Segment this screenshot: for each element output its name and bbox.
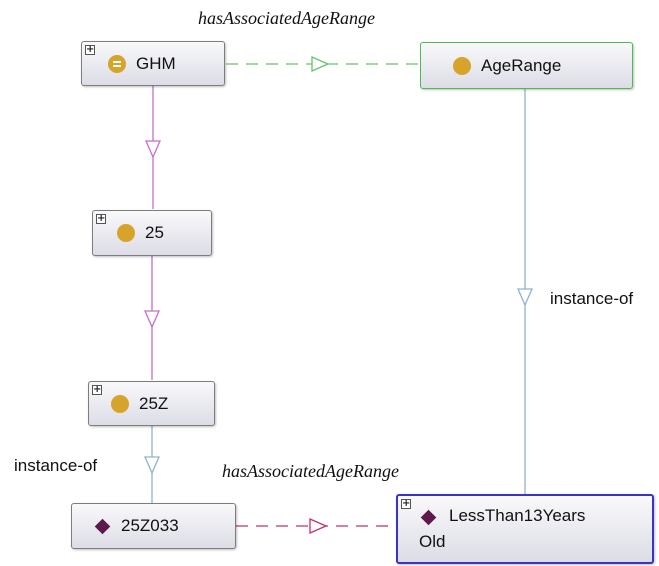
edge-label-right-instance: instance-of — [550, 289, 634, 308]
expand-icon[interactable]: + — [85, 44, 95, 55]
node-label: LessThan13Years Old — [419, 503, 586, 555]
arrowhead-25z-25z033 — [144, 456, 160, 475]
arrowhead-25z033-lessthan13 — [309, 518, 328, 534]
node-25z033[interactable]: 25Z033 — [71, 503, 236, 549]
node-ghm[interactable]: + GHM — [81, 41, 225, 86]
expand-icon[interactable]: + — [401, 498, 411, 509]
arrowhead-ghm-25 — [145, 140, 161, 159]
expand-icon[interactable]: + — [96, 213, 106, 224]
node-lessthan13yearsold[interactable]: + LessThan13Years Old — [396, 494, 654, 564]
class-icon — [111, 394, 129, 413]
node-agerange[interactable]: AgeRange — [420, 42, 633, 89]
node-label: 25Z — [139, 393, 169, 413]
node-25[interactable]: + 25 — [92, 210, 212, 256]
edge-label-top-property: hasAssociatedAgeRange — [198, 8, 375, 28]
node-label-line1: LessThan13Years — [449, 506, 586, 525]
expand-icon[interactable]: + — [92, 384, 102, 395]
edge-label-left-instance: instance-of — [14, 456, 98, 475]
node-label-line2: Old — [419, 532, 446, 551]
individual-icon — [94, 518, 111, 534]
individual-icon — [420, 509, 437, 525]
arrowhead-agerange-lessthan13 — [517, 288, 533, 307]
class-with-equivalence-icon — [108, 54, 126, 73]
node-25z[interactable]: + 25Z — [88, 381, 215, 426]
class-icon — [453, 56, 471, 75]
node-label: GHM — [136, 53, 176, 73]
node-label: 25 — [145, 223, 164, 242]
arrowhead-ghm-agerange — [311, 56, 330, 72]
node-label: 25Z033 — [121, 516, 179, 535]
arrowhead-25-25z — [144, 310, 160, 329]
node-label: AgeRange — [481, 55, 562, 75]
class-icon — [117, 224, 135, 242]
edge-label-bottom-property: hasAssociatedAgeRange — [222, 461, 399, 481]
